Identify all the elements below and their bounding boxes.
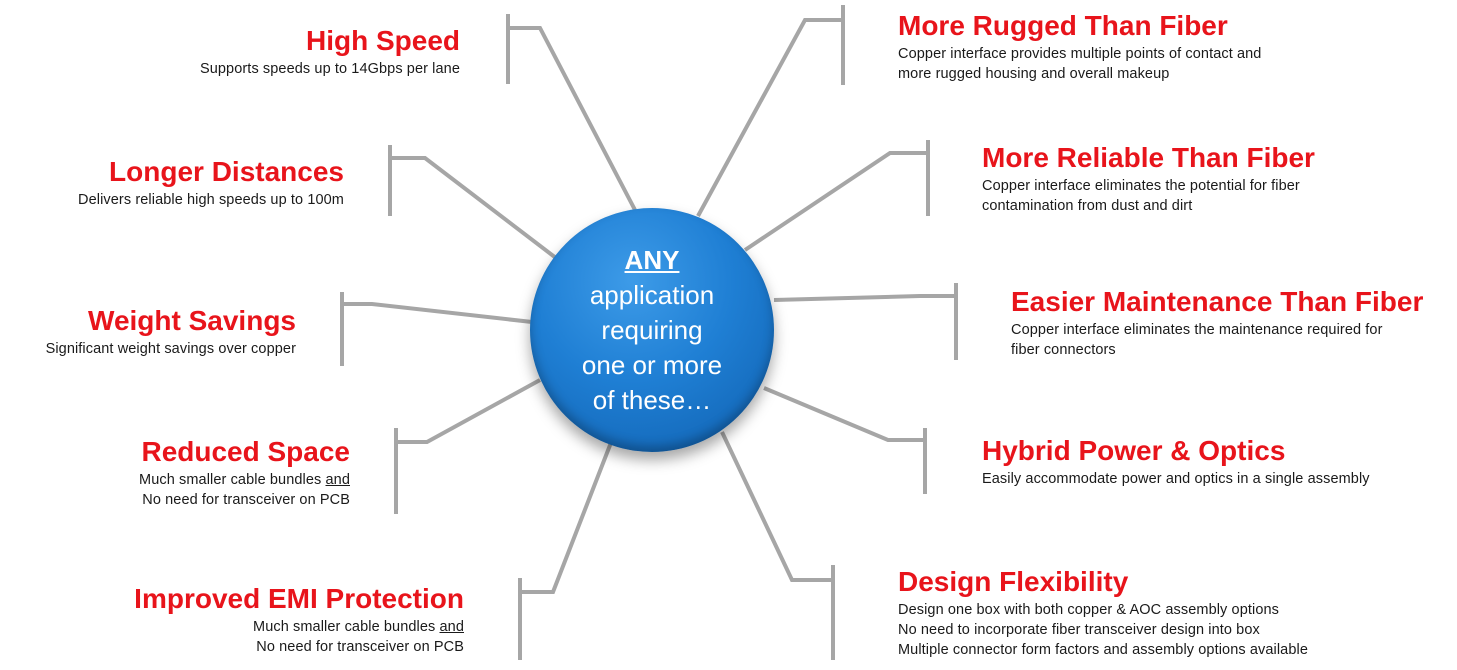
feature-desc: Copper interface eliminates the maintena… <box>1011 322 1383 338</box>
feature-title: Longer Distances <box>109 156 344 187</box>
connector-easier-maintenance <box>773 294 956 302</box>
feature-desc: Copper interface eliminates the potentia… <box>982 178 1300 194</box>
feature-title: Improved EMI Protection <box>134 583 464 614</box>
feature-easier-maintenance: Easier Maintenance Than Fiber Copper int… <box>1011 286 1423 360</box>
connector-more-reliable <box>743 151 928 252</box>
feature-desc: Delivers reliable high speeds up to 100m <box>78 192 344 208</box>
feature-desc: Easily accommodate power and optics in a… <box>982 471 1370 487</box>
hub-line-application: application <box>589 279 715 310</box>
feature-title: Easier Maintenance Than Fiber <box>1011 286 1424 317</box>
feature-desc: Significant weight savings over copper <box>45 341 296 357</box>
feature-desc-line2: No need for transceiver on PCB <box>142 492 350 508</box>
feature-desc: Copper interface provides multiple point… <box>898 46 1262 62</box>
center-hub: ANY application requiring one or more of… <box>530 208 774 452</box>
feature-reduced-space: Reduced Space Much smaller cable bundles… <box>139 436 350 510</box>
connector-weight-savings <box>342 302 533 324</box>
feature-high-speed: High Speed Supports speeds up to 14Gbps … <box>200 25 460 79</box>
feature-title: High Speed <box>305 25 460 56</box>
feature-more-rugged: More Rugged Than Fiber Copper interface … <box>898 10 1261 84</box>
feature-design-flexibility: Design Flexibility Design one box with b… <box>898 566 1308 660</box>
feature-title: Reduced Space <box>141 436 350 467</box>
hub-line-one-or-more: one or more <box>581 349 723 380</box>
feature-desc-line1: Much smaller cable bundles and <box>253 619 464 635</box>
feature-desc: Design one box with both copper & AOC as… <box>898 602 1279 618</box>
feature-improved-emi: Improved EMI Protection Much smaller cab… <box>134 583 464 657</box>
feature-more-reliable: More Reliable Than Fiber Copper interfac… <box>982 142 1315 216</box>
connector-improved-emi <box>520 439 614 594</box>
connector-design-flexibility <box>720 431 833 582</box>
feature-desc-line1: Much smaller cable bundles and <box>139 472 350 488</box>
feature-longer-distances: Longer Distances Delivers reliable high … <box>78 156 344 210</box>
feature-desc: more rugged housing and overall makeup <box>898 66 1170 82</box>
feature-desc: Supports speeds up to 14Gbps per lane <box>199 61 460 77</box>
feature-desc: Multiple connector form factors and asse… <box>898 642 1308 658</box>
connector-reduced-space <box>396 378 541 444</box>
feature-desc: fiber connectors <box>1011 342 1116 358</box>
feature-title: More Rugged Than Fiber <box>898 10 1228 41</box>
connector-more-rugged <box>696 18 843 217</box>
hub-line-requiring: requiring <box>601 314 703 345</box>
feature-desc: contamination from dust and dirt <box>982 198 1193 214</box>
hub-line-any: ANY <box>624 244 680 275</box>
hub-line-of-these: of these… <box>592 384 712 415</box>
connector-high-speed <box>508 26 637 211</box>
feature-desc-line2: No need for transceiver on PCB <box>256 639 464 655</box>
feature-title: Hybrid Power & Optics <box>982 435 1286 466</box>
feature-desc: No need to incorporate fiber transceiver… <box>898 622 1260 638</box>
connector-longer-distances <box>390 156 558 260</box>
feature-title: Design Flexibility <box>898 566 1129 597</box>
feature-weight-savings: Weight Savings Significant weight saving… <box>46 305 296 359</box>
feature-hybrid-power: Hybrid Power & Optics Easily accommodate… <box>982 435 1370 489</box>
connector-hybrid-power <box>763 386 925 442</box>
feature-title: More Reliable Than Fiber <box>982 142 1315 173</box>
feature-title: Weight Savings <box>88 305 296 336</box>
